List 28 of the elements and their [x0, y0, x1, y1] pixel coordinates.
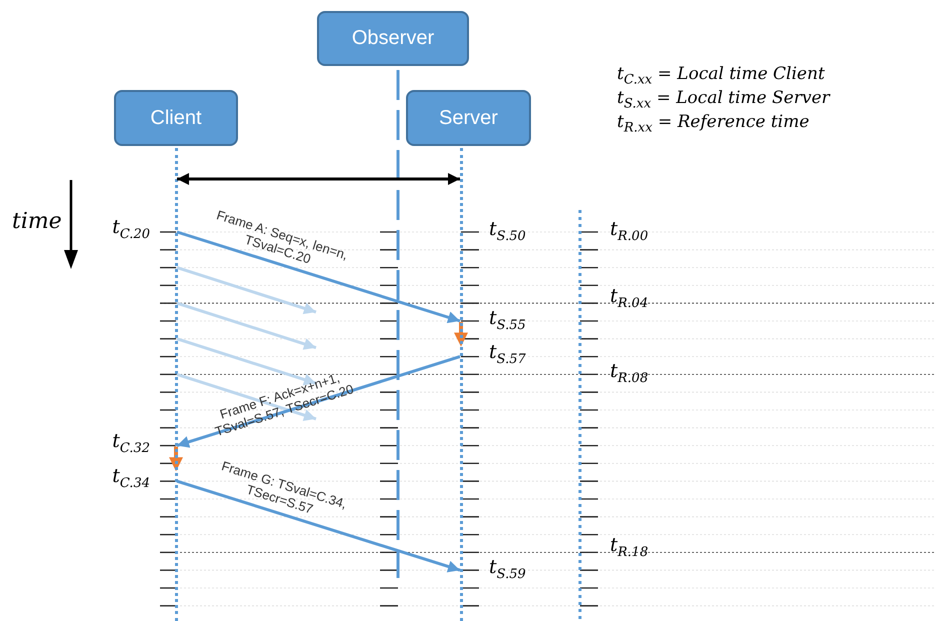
time-mark: t$_{S.57}$: [489, 342, 526, 366]
time-mark: t$_{R.08}$: [610, 362, 648, 386]
time-mark: t$_{S.55}$: [489, 309, 526, 332]
arrow: [176, 355, 460, 448]
time-mark: t$_{C.34}$: [112, 467, 150, 490]
participant-box: Client: [114, 90, 238, 146]
axis-label: time: [12, 211, 62, 233]
time-mark: t$_{S.59}$: [489, 558, 526, 581]
time-mark: t$_{C.20}$: [112, 218, 150, 241]
time-mark: t$_{S.50}$: [489, 220, 526, 243]
time-mark: t$_{C.32}$: [112, 432, 150, 454]
arrow: [176, 230, 460, 324]
arrow: [177, 173, 460, 185]
time-mark: t$_{R.00}$: [610, 220, 648, 243]
legend-text: t$_{R.xx}$ = Reference time: [617, 114, 810, 134]
arrow: [176, 337, 316, 386]
legend-text: t$_{S.xx}$ = Local time Server: [617, 90, 830, 110]
lifeline: [175, 148, 178, 621]
arrow: [176, 302, 316, 350]
participant-box: Observer: [317, 11, 469, 66]
time-mark: t$_{R.04}$: [610, 287, 648, 310]
participant-box: Server: [406, 90, 531, 146]
arrow: [176, 266, 316, 314]
arrow: [176, 372, 316, 421]
time-mark: t$_{R.18}$: [610, 536, 648, 560]
legend-text: t$_{C.xx}$ = Local time Client: [617, 66, 825, 86]
arrow: [176, 480, 460, 572]
lifeline: [460, 148, 463, 621]
